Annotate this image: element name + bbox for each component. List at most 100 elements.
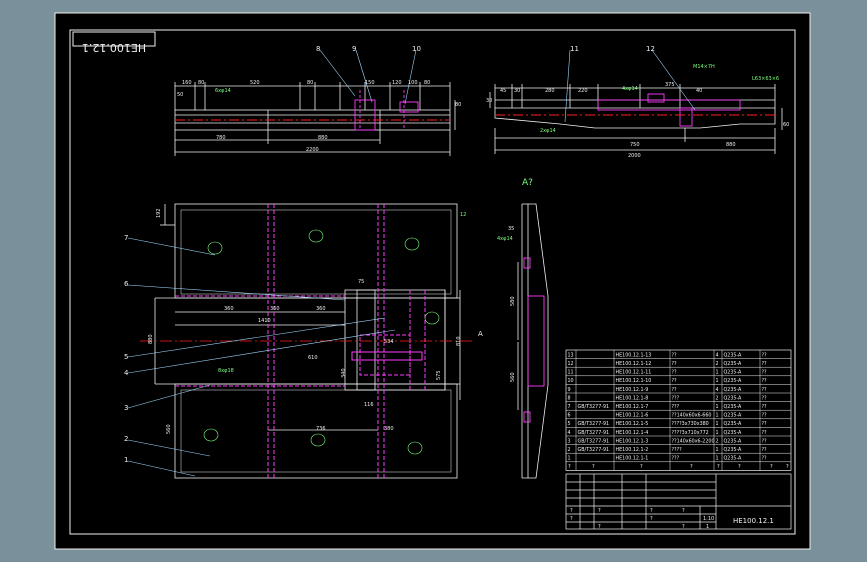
svg-text:4xφ14: 4xφ14: [622, 86, 638, 92]
elevation-view-b-magenta: [495, 93, 775, 127]
svg-text:12: 12: [460, 212, 466, 218]
bom-cell: HE100.12.1-9: [616, 387, 649, 393]
bom-cell: 8: [568, 395, 571, 401]
bom-cell: 1: [716, 413, 719, 419]
svg-text:375: 375: [665, 82, 675, 88]
bom-cell: HE100.12.1-10: [616, 378, 652, 384]
bom-cell: Q235-A: [724, 370, 743, 376]
svg-text:116: 116: [364, 402, 374, 408]
bom-cell: 1: [716, 421, 719, 427]
svg-text:10: 10: [412, 45, 421, 53]
bom-cell: 1: [716, 404, 719, 410]
svg-text:160: 160: [182, 80, 192, 86]
svg-text:380: 380: [384, 426, 394, 432]
svg-text:580: 580: [510, 296, 516, 306]
svg-text:?: ?: [650, 516, 653, 522]
svg-text:560: 560: [166, 424, 172, 434]
svg-text:1: 1: [124, 456, 128, 464]
bom-cell: HE100.12.1-12: [616, 361, 652, 367]
bom-cell: Q235-A: [724, 404, 743, 410]
bom-cell: HE100.12.1-1: [616, 456, 649, 462]
bom-cell: ??: [762, 378, 768, 384]
svg-text:80: 80: [198, 80, 204, 86]
svg-text:6: 6: [124, 280, 129, 288]
bom-cell: ??: [762, 352, 768, 358]
bom-cell: 4: [716, 387, 719, 393]
bom-cell: 3: [568, 438, 571, 444]
bom-cell: ????3x710x772: [672, 430, 709, 436]
bom-cell: HE100.12.1-7: [616, 404, 649, 410]
bom-cell: Q235-A: [724, 421, 743, 427]
bom-cell: Q235-A: [724, 456, 743, 462]
bom-cell: ??: [672, 352, 678, 358]
bom-cell: GB/T3277-91: [578, 438, 610, 444]
bom-cell: ??: [672, 387, 678, 393]
bom-header-cell: ?: [770, 464, 773, 470]
svg-text:7: 7: [124, 234, 128, 242]
svg-text:4: 4: [124, 369, 129, 377]
bom-cell: HE100.12.1-5: [616, 421, 649, 427]
bom-cell: Q235-A: [724, 413, 743, 419]
bom-cell: 9: [568, 387, 571, 393]
bom-cell: HE100.12.1-4: [616, 430, 649, 436]
svg-text:192: 192: [156, 208, 162, 218]
bom-cell: ??: [672, 361, 678, 367]
bom-cell: ??: [672, 378, 678, 384]
svg-text:810: 810: [456, 336, 462, 346]
svg-text:560: 560: [510, 372, 516, 382]
svg-text:750: 750: [630, 142, 640, 148]
svg-text:?: ?: [570, 508, 573, 514]
elevation-view-b-dims: 45 30 280 220 375 40 750 880 2000 30 60 …: [486, 64, 789, 159]
bom-cell: ??: [762, 438, 768, 444]
plan-view-magenta: [175, 204, 426, 478]
drawing-number: HE100.12.1: [733, 517, 774, 525]
bom-cell: 2: [568, 447, 571, 453]
svg-text:35: 35: [508, 226, 514, 232]
bom-cell: ??: [762, 404, 768, 410]
bom-cell: ????: [672, 447, 683, 453]
svg-text:75: 75: [358, 279, 364, 285]
bom-cell: 13: [568, 352, 574, 358]
svg-text:280: 280: [545, 88, 555, 94]
svg-text:150: 150: [365, 80, 375, 86]
svg-text:100: 100: [408, 80, 418, 86]
bom-header-cell: ?: [690, 464, 693, 470]
svg-text:4xφ14: 4xφ14: [497, 236, 513, 242]
svg-text:3: 3: [124, 404, 128, 412]
bom-header-cell: ?: [592, 464, 595, 470]
bom-header-cell: ?: [738, 464, 741, 470]
svg-text:220: 220: [578, 88, 588, 94]
svg-text:5: 5: [124, 353, 128, 361]
bom-cell: 1: [716, 456, 719, 462]
bom-cell: 6: [568, 413, 571, 419]
bom-cell: Q235-A: [724, 387, 743, 393]
bom-cell: 1: [568, 456, 571, 462]
bom-cell: ??: [762, 413, 768, 419]
svg-text:?: ?: [598, 508, 601, 514]
svg-text:880: 880: [726, 142, 736, 148]
bom-cell: HE100.12.1-11: [616, 370, 652, 376]
svg-text:520: 520: [250, 80, 260, 86]
svg-text:1:10: 1:10: [703, 516, 714, 522]
svg-text:A: A: [478, 330, 483, 338]
svg-text:30: 30: [514, 88, 520, 94]
bom-cell: GB/T3277-91: [578, 421, 610, 427]
svg-text:9: 9: [352, 45, 356, 53]
svg-text:60: 60: [783, 122, 789, 128]
bom-cell: ??: [762, 370, 768, 376]
title-stamp: HE100.12.1: [82, 41, 146, 54]
bom-cell: Q235-A: [724, 447, 743, 453]
bom-cell: Q235-A: [724, 378, 743, 384]
svg-text:8: 8: [316, 45, 320, 53]
svg-text:360: 360: [224, 306, 234, 312]
bom-cell: 12: [568, 361, 574, 367]
bom-cell: 5: [568, 421, 571, 427]
svg-text:534: 534: [384, 339, 394, 345]
svg-text:2xφ14: 2xφ14: [540, 128, 556, 134]
title-stamp-box: [72, 31, 156, 47]
bom-cell: HE100.12.1-13: [616, 352, 652, 358]
bom-cell: HE100.12.1-6: [616, 413, 649, 419]
svg-text:80: 80: [424, 80, 430, 86]
bom-cell: GB/T3277-91: [578, 447, 610, 453]
